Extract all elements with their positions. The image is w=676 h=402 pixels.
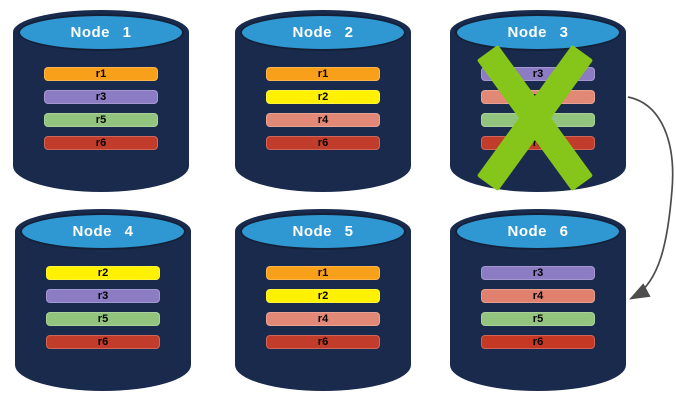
node-title: Node 2 xyxy=(292,24,354,41)
replica-list: r1 r2 r4 r6 xyxy=(266,67,380,159)
replica-bar: r3 xyxy=(46,289,160,303)
node-5: Node 5 r1 r2 r4 r6 xyxy=(235,209,411,391)
failover-arrow xyxy=(627,96,674,300)
replica-list: r3 r4 r5 r6 xyxy=(481,266,595,358)
node-6: Node 6 r3 r4 r5 r6 xyxy=(450,209,626,391)
replica-label: r6 xyxy=(95,136,107,149)
node-title: Node 1 xyxy=(70,24,132,41)
replica-bar: r4 xyxy=(266,312,380,326)
cylinder-body xyxy=(235,32,411,192)
node-1: Node 1 r1 r3 r5 r6 xyxy=(13,10,189,192)
replica-bar: r3 xyxy=(44,90,158,104)
replica-bar: r5 xyxy=(481,312,595,326)
node-2: Node 2 r1 r2 r4 r6 xyxy=(235,10,411,192)
replica-bar: r6 xyxy=(266,136,380,150)
replica-label: r2 xyxy=(97,266,109,279)
replica-label: r5 xyxy=(95,113,107,126)
replica-bar: r2 xyxy=(266,90,380,104)
replica-label: r3 xyxy=(532,67,544,80)
cylinder-top-face: Node 3 xyxy=(455,14,621,51)
cylinder-body xyxy=(235,231,411,391)
replica-label: r1 xyxy=(317,266,329,279)
node-title: Node 4 xyxy=(72,223,134,240)
replica-label: r6 xyxy=(97,335,109,348)
replica-label: r1 xyxy=(317,67,329,80)
replica-label: r6 xyxy=(532,335,544,348)
node-title: Node 5 xyxy=(292,223,354,240)
cylinder-top-face: Node 5 xyxy=(240,213,406,250)
node-3: Node 3 r3 r4 r5 r6 xyxy=(450,10,626,192)
replica-label: r5 xyxy=(97,312,109,325)
replica-bar: r2 xyxy=(46,266,160,280)
replica-bar: r6 xyxy=(266,335,380,349)
node-title: Node 6 xyxy=(507,223,569,240)
replica-bar: r1 xyxy=(44,67,158,81)
node-4: Node 4 r2 r3 r5 r6 xyxy=(15,209,191,391)
cylinder-top-face: Node 2 xyxy=(240,14,406,51)
replica-bar: r2 xyxy=(266,289,380,303)
replica-label: r3 xyxy=(97,289,109,302)
replica-bar: r4 xyxy=(481,289,595,303)
replica-list: r1 r3 r5 r6 xyxy=(44,67,158,159)
replica-label: r2 xyxy=(317,289,329,302)
replica-bar: r1 xyxy=(266,67,380,81)
cylinder-top-face: Node 6 xyxy=(455,213,621,250)
replica-label: r4 xyxy=(317,312,329,325)
failure-x-icon xyxy=(476,44,594,191)
cylinder-top-face: Node 4 xyxy=(20,213,186,250)
replica-bar: r3 xyxy=(481,266,595,280)
replica-label: r3 xyxy=(532,266,544,279)
replica-bar: r6 xyxy=(46,335,160,349)
cylinder-body xyxy=(450,231,626,391)
replica-bar: r4 xyxy=(266,113,380,127)
arrow-path xyxy=(627,96,674,300)
replica-list: r1 r2 r4 r6 xyxy=(266,266,380,358)
replica-label: r6 xyxy=(317,136,329,149)
cylinder-top-face: Node 1 xyxy=(18,14,184,51)
cylinder-body xyxy=(15,231,191,391)
replica-label: r5 xyxy=(532,312,544,325)
replica-bar: r6 xyxy=(481,335,595,349)
replica-label: r2 xyxy=(317,90,329,103)
replica-bar: r6 xyxy=(44,136,158,150)
replica-bar: r1 xyxy=(266,266,380,280)
replica-bar: r5 xyxy=(44,113,158,127)
replica-label: r4 xyxy=(532,289,544,302)
replica-label: r4 xyxy=(317,113,329,126)
cylinder-body xyxy=(13,32,189,192)
replica-label: r1 xyxy=(95,67,107,80)
replica-list: r2 r3 r5 r6 xyxy=(46,266,160,358)
replica-bar: r5 xyxy=(46,312,160,326)
replica-label: r6 xyxy=(317,335,329,348)
replica-label: r3 xyxy=(95,90,107,103)
node-title: Node 3 xyxy=(507,24,569,41)
